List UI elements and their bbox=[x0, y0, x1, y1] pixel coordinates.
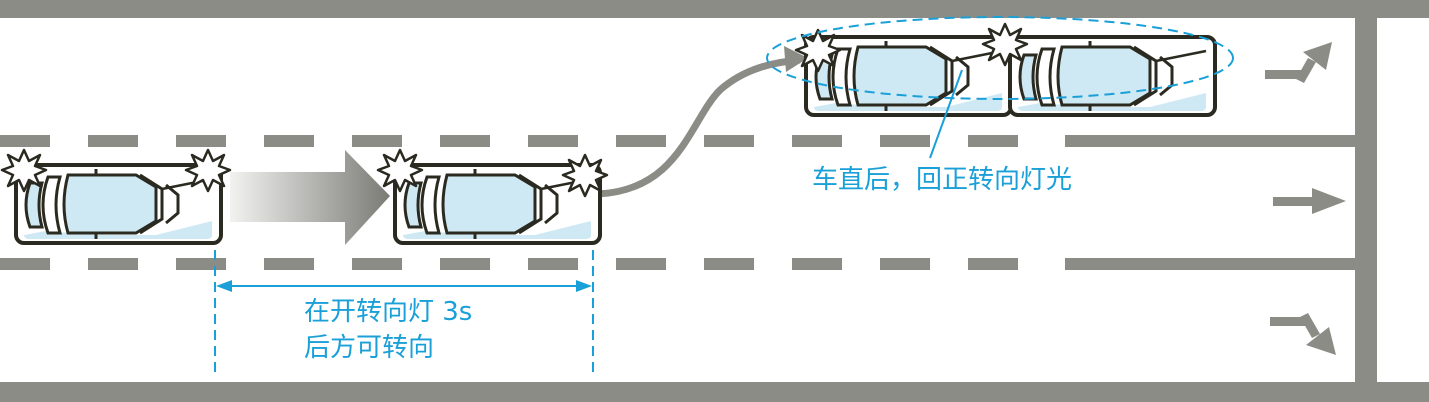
turn-signal-flash-icon bbox=[184, 148, 232, 193]
signal-rule-line2: 后方可转向 bbox=[304, 333, 434, 363]
lane-change-path-arrowhead bbox=[784, 46, 808, 72]
stop-line bbox=[1355, 18, 1377, 382]
road-bottom-edge bbox=[0, 382, 1429, 402]
turn-signal-flash-icon bbox=[0, 148, 48, 193]
car-signaling bbox=[376, 148, 609, 245]
highlight-ellipse bbox=[766, 16, 1234, 100]
dimension-arrow-left-icon bbox=[216, 280, 232, 292]
car-straightened bbox=[981, 22, 1217, 117]
arrow-turn-left-icon bbox=[1265, 42, 1332, 83]
car-start bbox=[0, 148, 232, 245]
arrow-straight-icon bbox=[1273, 188, 1346, 214]
after-straighten-label: 车直后，回正转向灯光 bbox=[812, 165, 1072, 195]
dimension-arrow-right-icon bbox=[576, 280, 592, 292]
motion-arrow-icon bbox=[230, 150, 390, 245]
road-top-edge bbox=[0, 0, 1429, 18]
car-merging bbox=[794, 28, 1013, 117]
turn-signal-flash-icon bbox=[981, 22, 1029, 67]
lane-divider-upper bbox=[0, 135, 1355, 147]
turn-signal-flash-icon bbox=[376, 148, 424, 193]
turn-signal-flash-icon bbox=[561, 153, 609, 198]
signal-duration-dimension bbox=[214, 250, 594, 372]
lane-divider-lower bbox=[0, 258, 1355, 270]
arrow-turn-right-icon bbox=[1270, 313, 1336, 355]
lane-change-path bbox=[597, 56, 801, 198]
signal-rule-line1: 在开转向灯 3s bbox=[304, 297, 472, 327]
leader-line bbox=[929, 69, 963, 159]
